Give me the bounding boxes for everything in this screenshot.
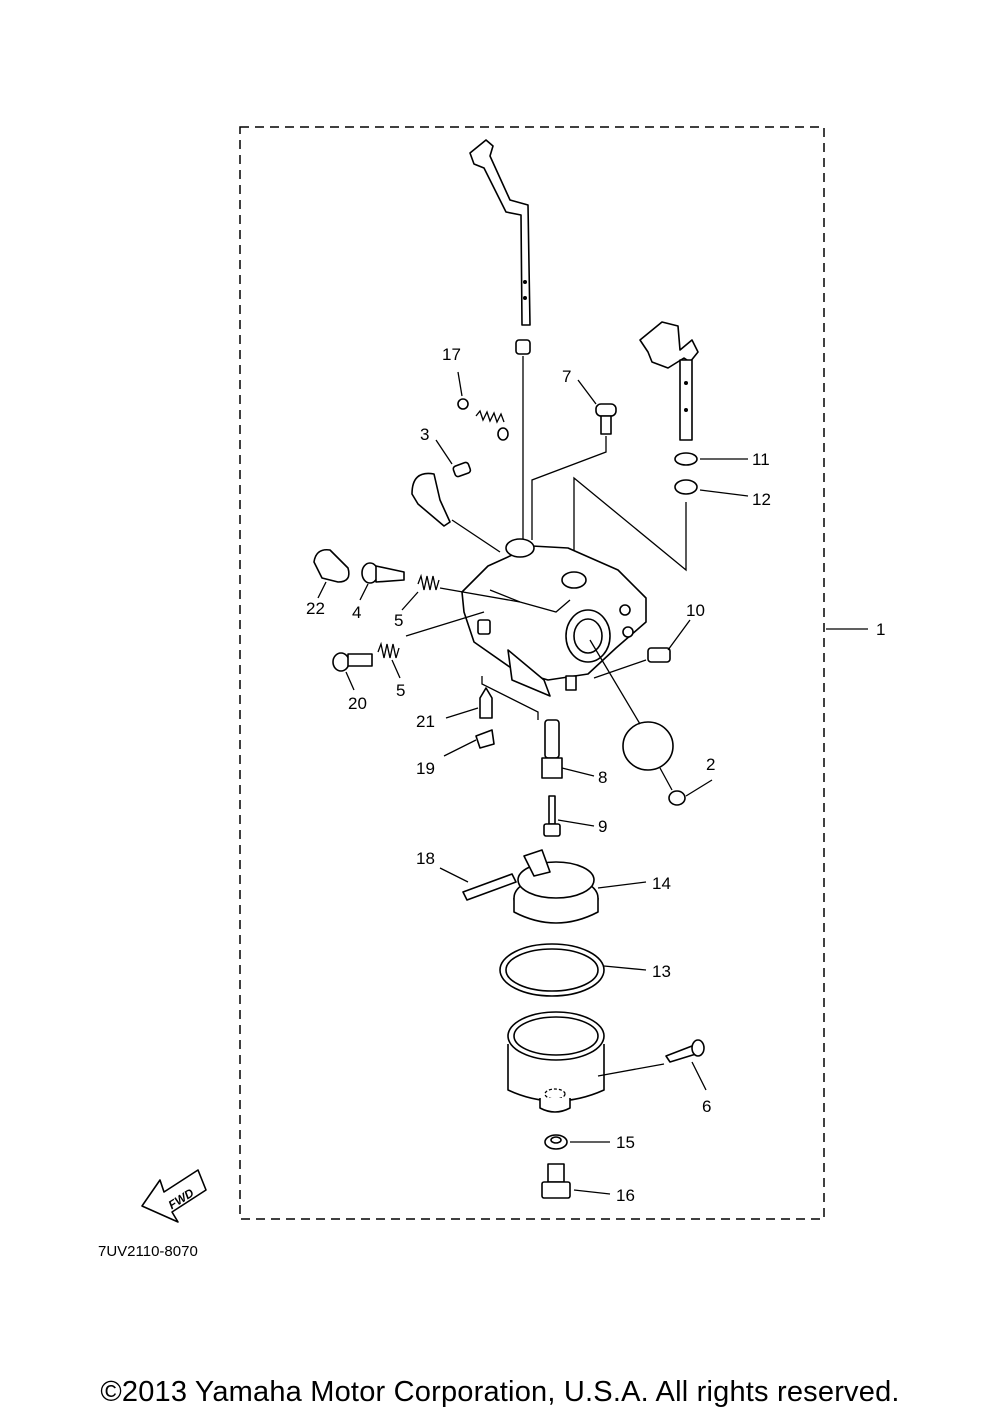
label-9: 9 xyxy=(598,817,607,836)
label-13: 13 xyxy=(652,962,671,981)
cover-2 xyxy=(622,721,674,771)
fwd-arrow-icon: FWD xyxy=(141,1169,207,1223)
float-bowl xyxy=(507,1011,605,1113)
washer-15 xyxy=(544,1134,568,1150)
screw-20 xyxy=(332,652,373,672)
part-labels: 1 2 3 4 5 5 6 7 8 9 10 11 12 13 14 15 16… xyxy=(306,345,885,1205)
o-ring xyxy=(497,427,509,441)
ball xyxy=(457,398,469,410)
assembly-boundary xyxy=(239,126,825,1220)
float-14 xyxy=(513,849,599,924)
seal-12 xyxy=(674,479,698,495)
throttle-lever xyxy=(469,139,531,326)
label-19: 19 xyxy=(416,759,435,778)
drain-bolt-16 xyxy=(541,1163,571,1199)
label-2: 2 xyxy=(706,755,715,774)
label-15: 15 xyxy=(616,1133,635,1152)
spring-5a xyxy=(417,573,440,591)
label-17: 17 xyxy=(442,345,461,364)
label-20: 20 xyxy=(348,694,367,713)
float-pin-18 xyxy=(462,873,517,901)
label-22: 22 xyxy=(306,599,325,618)
washer-11 xyxy=(674,452,698,466)
label-12: 12 xyxy=(752,490,771,509)
label-21: 21 xyxy=(416,712,435,731)
spring-17 xyxy=(475,409,505,424)
cap-22 xyxy=(313,548,350,583)
pilot-screw-7 xyxy=(595,403,617,435)
label-8: 8 xyxy=(598,768,607,787)
clip-19 xyxy=(475,729,495,749)
copyright-notice: ©2013 Yamaha Motor Corporation, U.S.A. A… xyxy=(100,1376,900,1408)
label-16: 16 xyxy=(616,1186,635,1205)
label-14: 14 xyxy=(652,874,671,893)
screw-6 xyxy=(665,1039,705,1063)
screw-3 xyxy=(452,461,472,478)
label-7: 7 xyxy=(562,367,571,386)
label-1: 1 xyxy=(876,620,885,639)
drawing-code: 7UV2110-8070 xyxy=(98,1243,198,1260)
label-6: 6 xyxy=(702,1097,711,1116)
leader-lines xyxy=(317,371,868,1195)
label-5b: 5 xyxy=(396,681,405,700)
choke-lever xyxy=(639,321,699,441)
label-5a: 5 xyxy=(394,611,403,630)
main-jet-9 xyxy=(543,795,561,837)
needle-valve-21 xyxy=(479,687,493,719)
gasket-13 xyxy=(499,943,605,997)
carburetor-body xyxy=(461,538,647,697)
throttle-plate xyxy=(411,472,451,527)
screw-2 xyxy=(659,767,686,806)
idle-screw-4 xyxy=(361,562,405,584)
main-nozzle-8 xyxy=(541,719,563,779)
plug xyxy=(515,339,531,355)
label-11: 11 xyxy=(752,450,770,469)
screw-10 xyxy=(647,647,671,663)
label-3: 3 xyxy=(420,425,429,444)
spring-5b xyxy=(377,641,400,659)
label-10: 10 xyxy=(686,601,705,620)
label-4: 4 xyxy=(352,603,361,622)
label-18: 18 xyxy=(416,849,435,868)
